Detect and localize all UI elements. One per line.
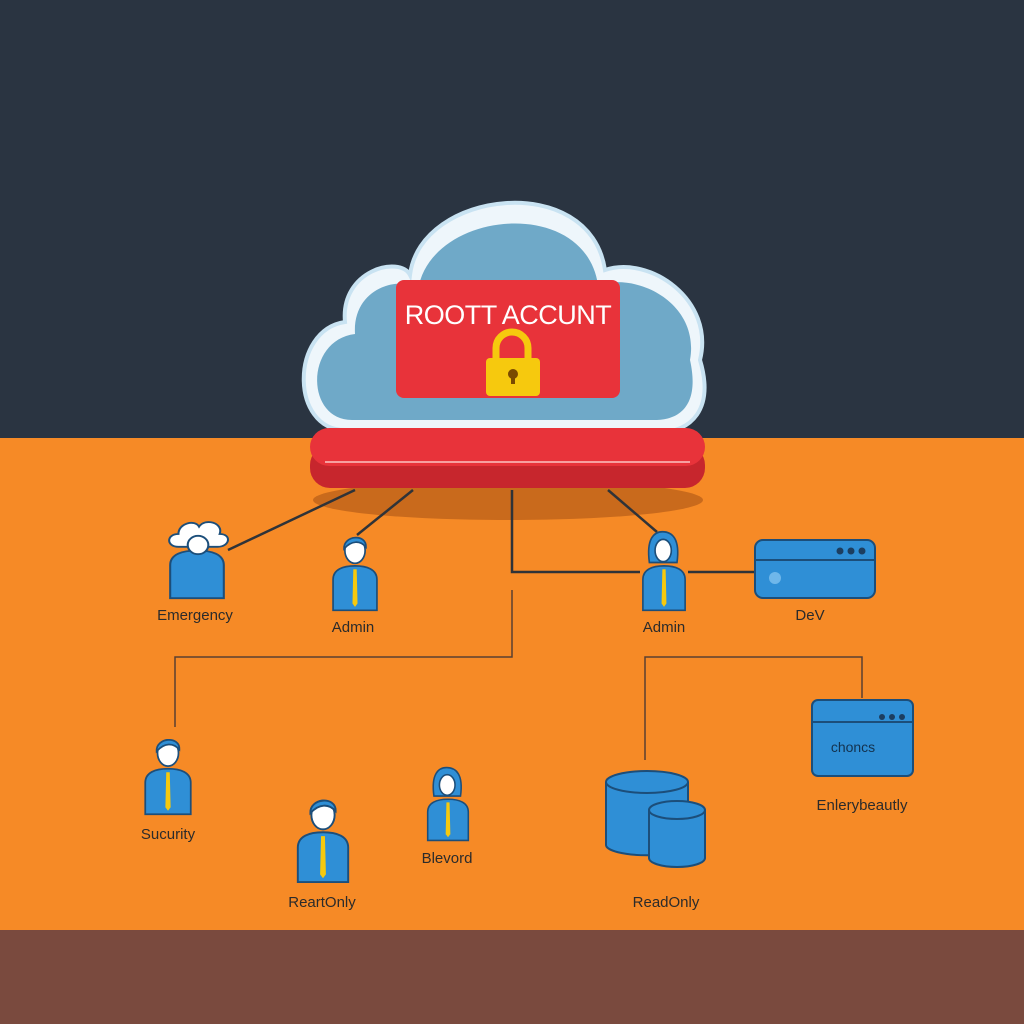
emergency-user-icon[interactable] bbox=[164, 512, 230, 600]
root-platform bbox=[310, 428, 705, 488]
user-icon-graphic bbox=[296, 799, 350, 884]
user-icon-graphic bbox=[168, 521, 229, 600]
database-icon[interactable] bbox=[605, 770, 706, 868]
node-label-emergency: Emergency bbox=[157, 607, 233, 624]
secondary-connector-lines bbox=[174, 590, 863, 760]
user-icon-graphic bbox=[332, 536, 378, 612]
window-text: choncs bbox=[830, 739, 876, 755]
dev-server-icon[interactable] bbox=[754, 539, 876, 599]
admin-female-user-icon[interactable] bbox=[638, 530, 690, 612]
root-account-card[interactable] bbox=[396, 280, 620, 398]
node-label-enlerybeautly: Enlerybeautly bbox=[816, 797, 908, 814]
node-label-blevord: Blevord bbox=[421, 850, 473, 867]
node-label-admin: Admin bbox=[331, 619, 375, 636]
user-icon-graphic bbox=[642, 530, 686, 612]
footer-band bbox=[0, 930, 1024, 1024]
terminal-window-icon[interactable] bbox=[811, 699, 914, 777]
padlock-icon bbox=[486, 328, 540, 396]
security-user-icon[interactable] bbox=[140, 732, 196, 816]
node-label-reartonly: ReartOnly bbox=[288, 894, 356, 911]
blevord-user-icon[interactable] bbox=[423, 766, 473, 842]
connector-lines bbox=[227, 488, 757, 574]
node-label-security: Sucurity bbox=[140, 826, 196, 843]
node-label-dev: DeV bbox=[795, 607, 825, 624]
node-label-admin-2: Admin bbox=[642, 619, 686, 636]
platform-shadow bbox=[313, 480, 703, 520]
readonly-user-icon[interactable] bbox=[292, 792, 354, 884]
admin-male-user-icon[interactable] bbox=[328, 530, 382, 612]
root-account-title: ROOTT ACCUNT bbox=[404, 300, 612, 330]
node-label-readonly: ReadOnly bbox=[632, 894, 700, 911]
user-icon-graphic bbox=[144, 739, 192, 816]
user-icon-graphic bbox=[426, 766, 470, 842]
